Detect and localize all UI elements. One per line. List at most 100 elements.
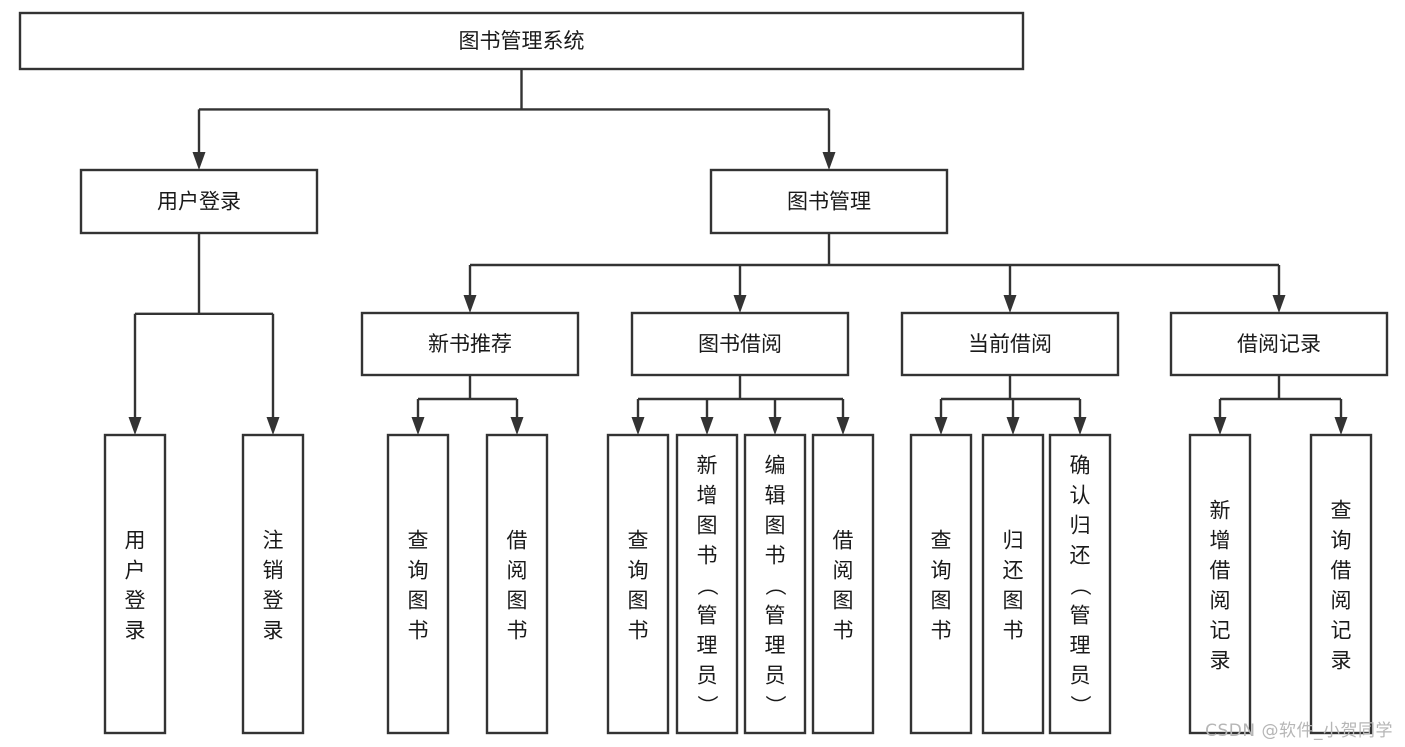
arrow-head-icon [266, 417, 280, 435]
node-leaf-borrow-book-1[interactable]: 借阅图书借阅图书 [485, 433, 549, 735]
node-label-char: 管 [697, 603, 718, 627]
node-label: 新书推荐 [428, 332, 512, 356]
node-label-char: 用 [125, 528, 146, 552]
node-label: 借阅记录 [1237, 332, 1321, 356]
node-root[interactable]: 图书管理系统 [18, 11, 1025, 71]
node-borrow-record[interactable]: 借阅记录 [1169, 311, 1389, 377]
node-layer: 图书管理系统用户登录图书管理新书推荐图书借阅当前借阅借阅记录用户登录用户登录注销… [18, 11, 1389, 735]
arrow-head-icon [510, 417, 524, 435]
node-label-char: 录 [263, 618, 284, 642]
node-label-char: 注 [263, 528, 284, 552]
arrow-head-icon [1334, 417, 1348, 435]
node-box [485, 433, 549, 735]
node-box [709, 168, 949, 235]
node-label-char: 录 [1210, 648, 1231, 672]
node-book-manage[interactable]: 图书管理 [709, 168, 949, 235]
node-leaf-query-book-1[interactable]: 查询图书查询图书 [386, 433, 450, 735]
node-label-char: 书 [697, 543, 718, 567]
node-box [360, 311, 580, 377]
arrow-head-icon [1003, 295, 1017, 313]
node-label-char: 书 [507, 618, 528, 642]
arrow-head-icon [1006, 417, 1020, 435]
node-leaf-return-book[interactable]: 归还图书归还图书 [981, 433, 1045, 735]
node-label-char: 新 [1210, 498, 1231, 522]
node-box [606, 433, 670, 735]
node-label-char: 阅 [1331, 588, 1352, 612]
node-label-char: 辑 [765, 483, 786, 507]
node-box [981, 433, 1045, 735]
arrow-head-icon [1073, 417, 1087, 435]
node-label-char: 阅 [833, 558, 854, 582]
node-label-char: 询 [931, 558, 952, 582]
node-label-char: 书 [931, 618, 952, 642]
node-label-char: 录 [125, 618, 146, 642]
node-label-char: 员 [765, 663, 786, 687]
node-box [103, 433, 167, 735]
node-label-char: 图 [1003, 588, 1024, 612]
node-label-char: ） [695, 695, 719, 716]
node-label-char: 增 [1210, 528, 1231, 552]
node-label-char: 管 [1070, 603, 1091, 627]
node-label-char: 登 [263, 588, 284, 612]
node-label-char: 查 [931, 528, 952, 552]
node-leaf-user-login[interactable]: 用户登录用户登录 [103, 433, 167, 735]
node-box [79, 168, 319, 235]
node-box [1188, 433, 1252, 735]
node-leaf-query-book-2[interactable]: 查询图书查询图书 [606, 433, 670, 735]
node-label-char: 书 [833, 618, 854, 642]
arrow-head-icon [934, 417, 948, 435]
node-box [18, 11, 1025, 71]
node-label-char: 查 [1331, 498, 1352, 522]
node-label-char: 查 [628, 528, 649, 552]
node-leaf-borrow-book-2[interactable]: 借阅图书借阅图书 [811, 433, 875, 735]
node-book-borrow[interactable]: 图书借阅 [630, 311, 850, 377]
node-label-char: 书 [765, 543, 786, 567]
node-box [811, 433, 875, 735]
node-label-char: 认 [1070, 483, 1091, 507]
node-label-char: 还 [1003, 558, 1024, 582]
node-leaf-add-record[interactable]: 新增借阅记录新增借阅记录 [1188, 433, 1252, 735]
node-label-char: 借 [1331, 558, 1352, 582]
node-label-char: 编 [765, 453, 786, 477]
node-label-char: 还 [1070, 543, 1091, 567]
arrow-head-icon [768, 417, 782, 435]
node-label-char: 记 [1331, 618, 1352, 642]
node-label: 图书管理 [787, 190, 871, 214]
node-leaf-user-logout[interactable]: 注销登录注销登录 [241, 433, 305, 735]
node-box [630, 311, 850, 377]
node-label-char: 员 [697, 663, 718, 687]
node-label-char: 查 [408, 528, 429, 552]
node-label: 图书管理系统 [459, 29, 585, 53]
csdn-watermark: CSDN @软件_小贺同学 [1205, 721, 1393, 741]
node-label-char: （ [763, 575, 787, 596]
node-box [900, 311, 1120, 377]
node-box [241, 433, 305, 735]
node-label-char: ） [763, 695, 787, 716]
node-label-char: 记 [1210, 618, 1231, 642]
node-leaf-query-record[interactable]: 查询借阅记录查询借阅记录 [1309, 433, 1373, 735]
node-user-login[interactable]: 用户登录 [79, 168, 319, 235]
node-label-char: ） [1068, 695, 1092, 716]
node-label-char: 询 [408, 558, 429, 582]
node-box [675, 433, 739, 735]
node-label-char: 借 [507, 528, 528, 552]
node-new-book-rec[interactable]: 新书推荐 [360, 311, 580, 377]
node-label-char: 图 [697, 513, 718, 537]
node-label-char: 图 [765, 513, 786, 537]
node-leaf-query-book-3[interactable]: 查询图书查询图书 [909, 433, 973, 735]
node-label-char: 新 [697, 453, 718, 477]
node-label-char: 增 [697, 483, 718, 507]
arrow-head-icon [733, 295, 747, 313]
node-box [1309, 433, 1373, 735]
node-label-char: 图 [833, 588, 854, 612]
node-label-char: 理 [1070, 633, 1091, 657]
node-label-char: 户 [125, 558, 146, 582]
arrow-head-icon [1272, 295, 1286, 313]
node-box [909, 433, 973, 735]
node-label-char: 图 [628, 588, 649, 612]
node-current-borrow[interactable]: 当前借阅 [900, 311, 1120, 377]
